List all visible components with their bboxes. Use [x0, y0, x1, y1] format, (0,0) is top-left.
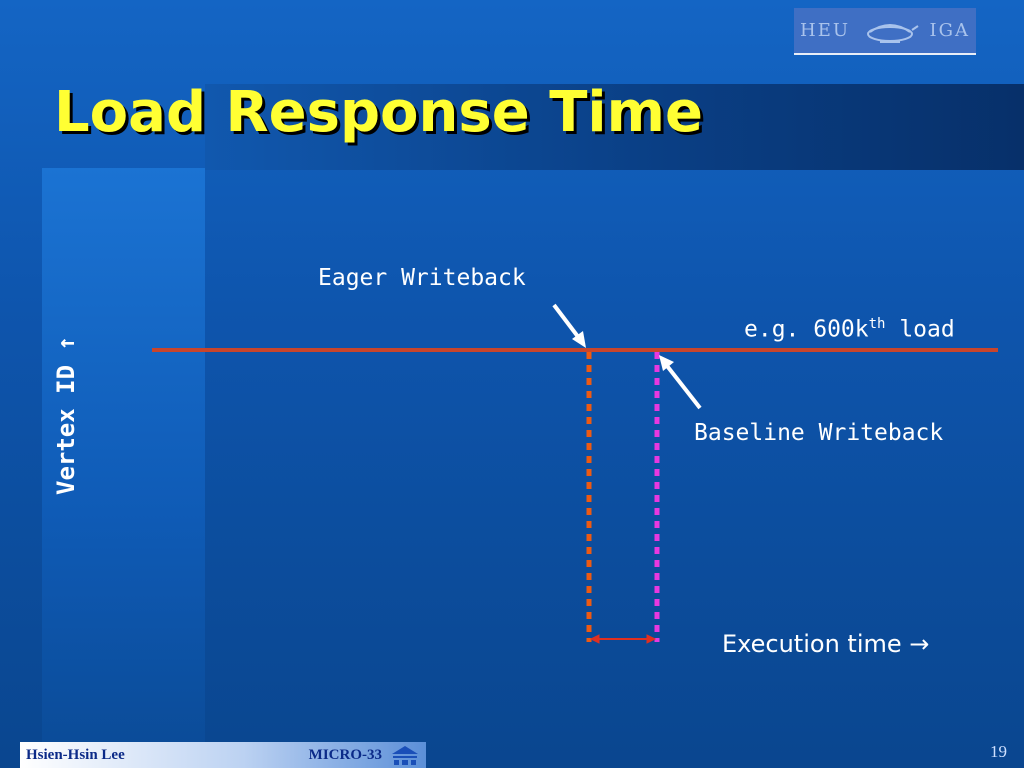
slide-title: Load Response Time	[54, 80, 703, 145]
seal-text-left: HEU	[800, 20, 851, 41]
y-axis-label: Vertex ID ↑	[52, 336, 80, 495]
footer-author: Hsien-Hsin Lee	[26, 746, 125, 763]
load-line-label-suffix: load	[885, 316, 955, 343]
baseline-pointer-arrow	[659, 355, 702, 410]
conference-logo-icon	[392, 746, 418, 765]
x-axis-label: Execution time →	[722, 630, 930, 658]
left-decorative-band	[42, 168, 205, 742]
university-seal-logo: HEU IGA	[794, 8, 976, 55]
page-number: 19	[990, 742, 1007, 761]
load-line-label-superscript: th	[868, 316, 886, 332]
seal-text-right: IGA	[929, 20, 970, 41]
load-line-label-text: e.g. 600k	[744, 316, 869, 343]
load-line-label: e.g. 600kth load	[744, 316, 955, 343]
eager-pointer-arrow	[552, 303, 586, 348]
footer-conference: MICRO-33	[308, 746, 382, 763]
baseline-writeback-label: Baseline Writeback	[694, 420, 944, 446]
footer-bar: Hsien-Hsin Lee MICRO-33	[20, 742, 426, 768]
response-time-span-arrow	[589, 634, 657, 644]
title-decorative-band	[205, 84, 1024, 170]
eager-writeback-label: Eager Writeback	[318, 265, 526, 291]
lamp-icon	[866, 23, 919, 43]
footer-right-group: MICRO-33	[309, 744, 420, 766]
